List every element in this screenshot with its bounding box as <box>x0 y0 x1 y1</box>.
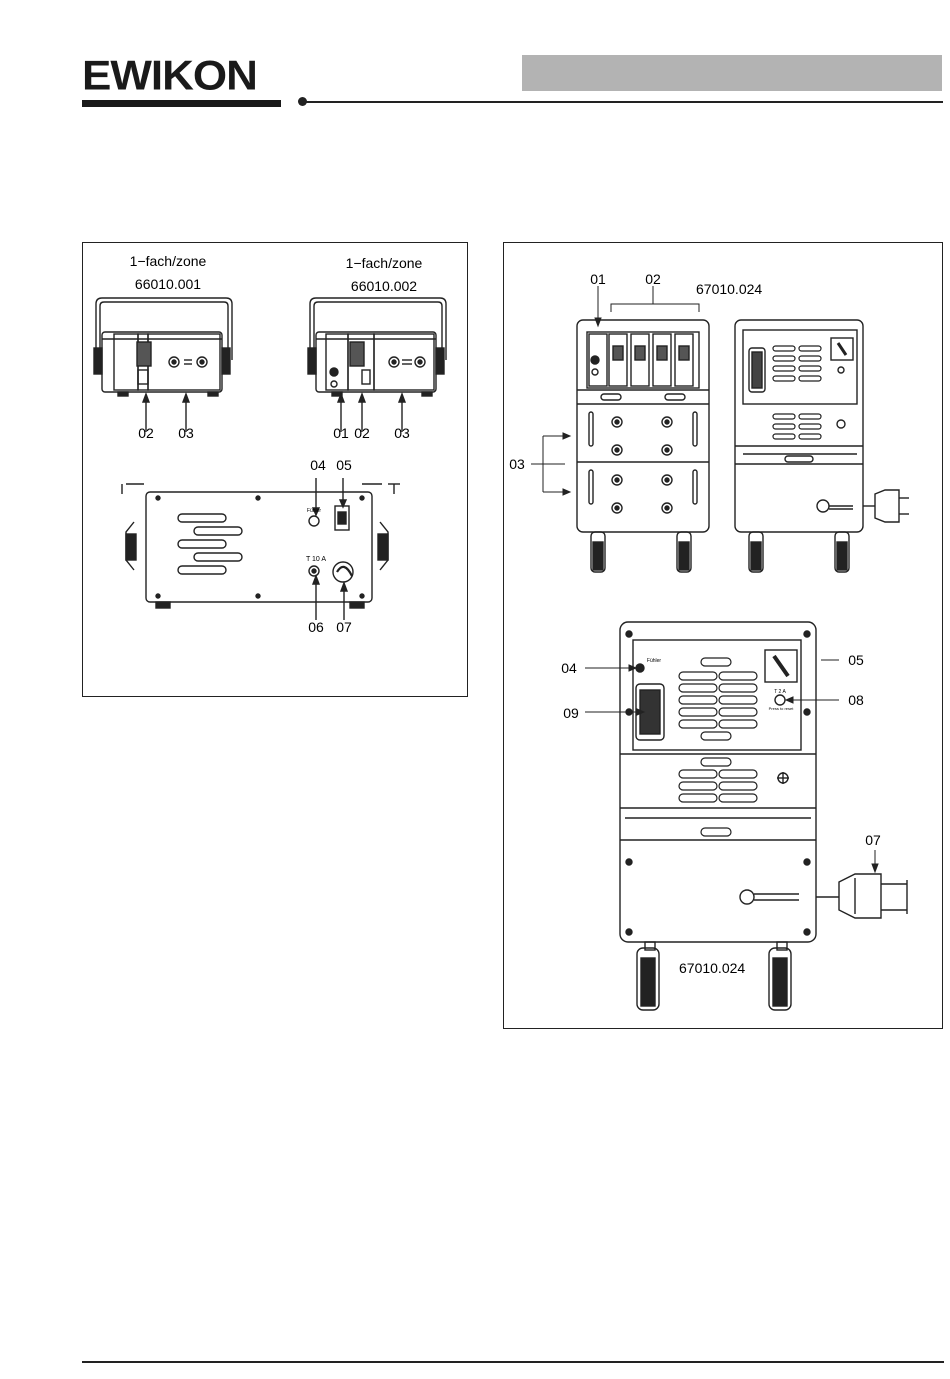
callout-c06: 06 <box>308 619 324 635</box>
callout-t03: 03 <box>509 456 525 472</box>
figure-right: 67010.024 01 02 03 <box>503 242 943 1029</box>
model-label-bottom: 67010.024 <box>679 960 745 976</box>
large-label-reset: Press to reset <box>769 706 795 711</box>
unit-b-caption-2: 66010.002 <box>351 278 417 294</box>
rear-label-fuse: T 10 A <box>306 556 326 563</box>
large-rear-view-drawing <box>620 622 907 1010</box>
callout-b09: 09 <box>563 705 579 721</box>
callout-b08: 08 <box>848 692 864 708</box>
rear-label-fuse-small: Fühler <box>307 508 322 514</box>
callout-t01: 01 <box>590 271 606 287</box>
rear-view-drawing <box>122 478 400 620</box>
ewikon-logo: EWIKON <box>82 56 282 108</box>
header-rule <box>306 101 943 103</box>
tall-unit-front-drawing <box>577 320 709 572</box>
logo-underline <box>82 100 281 107</box>
logo-text: EWIKON <box>82 57 282 95</box>
callout-c04: 04 <box>310 457 326 473</box>
callout-b05: 05 <box>848 652 864 668</box>
callout-b02: 02 <box>354 425 370 441</box>
unit-b-front-drawing <box>308 298 446 432</box>
callout-b07: 07 <box>865 832 881 848</box>
callout-t02: 02 <box>645 271 661 287</box>
callout-a02: 02 <box>138 425 154 441</box>
callout-b04: 04 <box>561 660 577 676</box>
callout-c07: 07 <box>336 619 352 635</box>
footer-rule <box>82 1361 944 1363</box>
callout-a03: 03 <box>178 425 194 441</box>
unit-a-front-drawing <box>94 298 232 432</box>
figure-left: 1−fach/zone 66010.001 1−fach/zone 66010.… <box>82 242 468 697</box>
callout-b01: 01 <box>333 425 349 441</box>
unit-a-caption-1: 1−fach/zone <box>130 253 207 269</box>
unit-a-caption-2: 66010.001 <box>135 276 201 292</box>
tall-unit-rear-drawing <box>735 320 909 572</box>
large-label-fuse: T 2 A <box>774 689 786 695</box>
callout-b03: 03 <box>394 425 410 441</box>
model-label-top: 67010.024 <box>696 281 762 297</box>
large-label-fuse-small: Fühler <box>647 658 662 664</box>
header-title-band <box>522 55 942 91</box>
callout-c05: 05 <box>336 457 352 473</box>
unit-b-caption-1: 1−fach/zone <box>346 255 423 271</box>
